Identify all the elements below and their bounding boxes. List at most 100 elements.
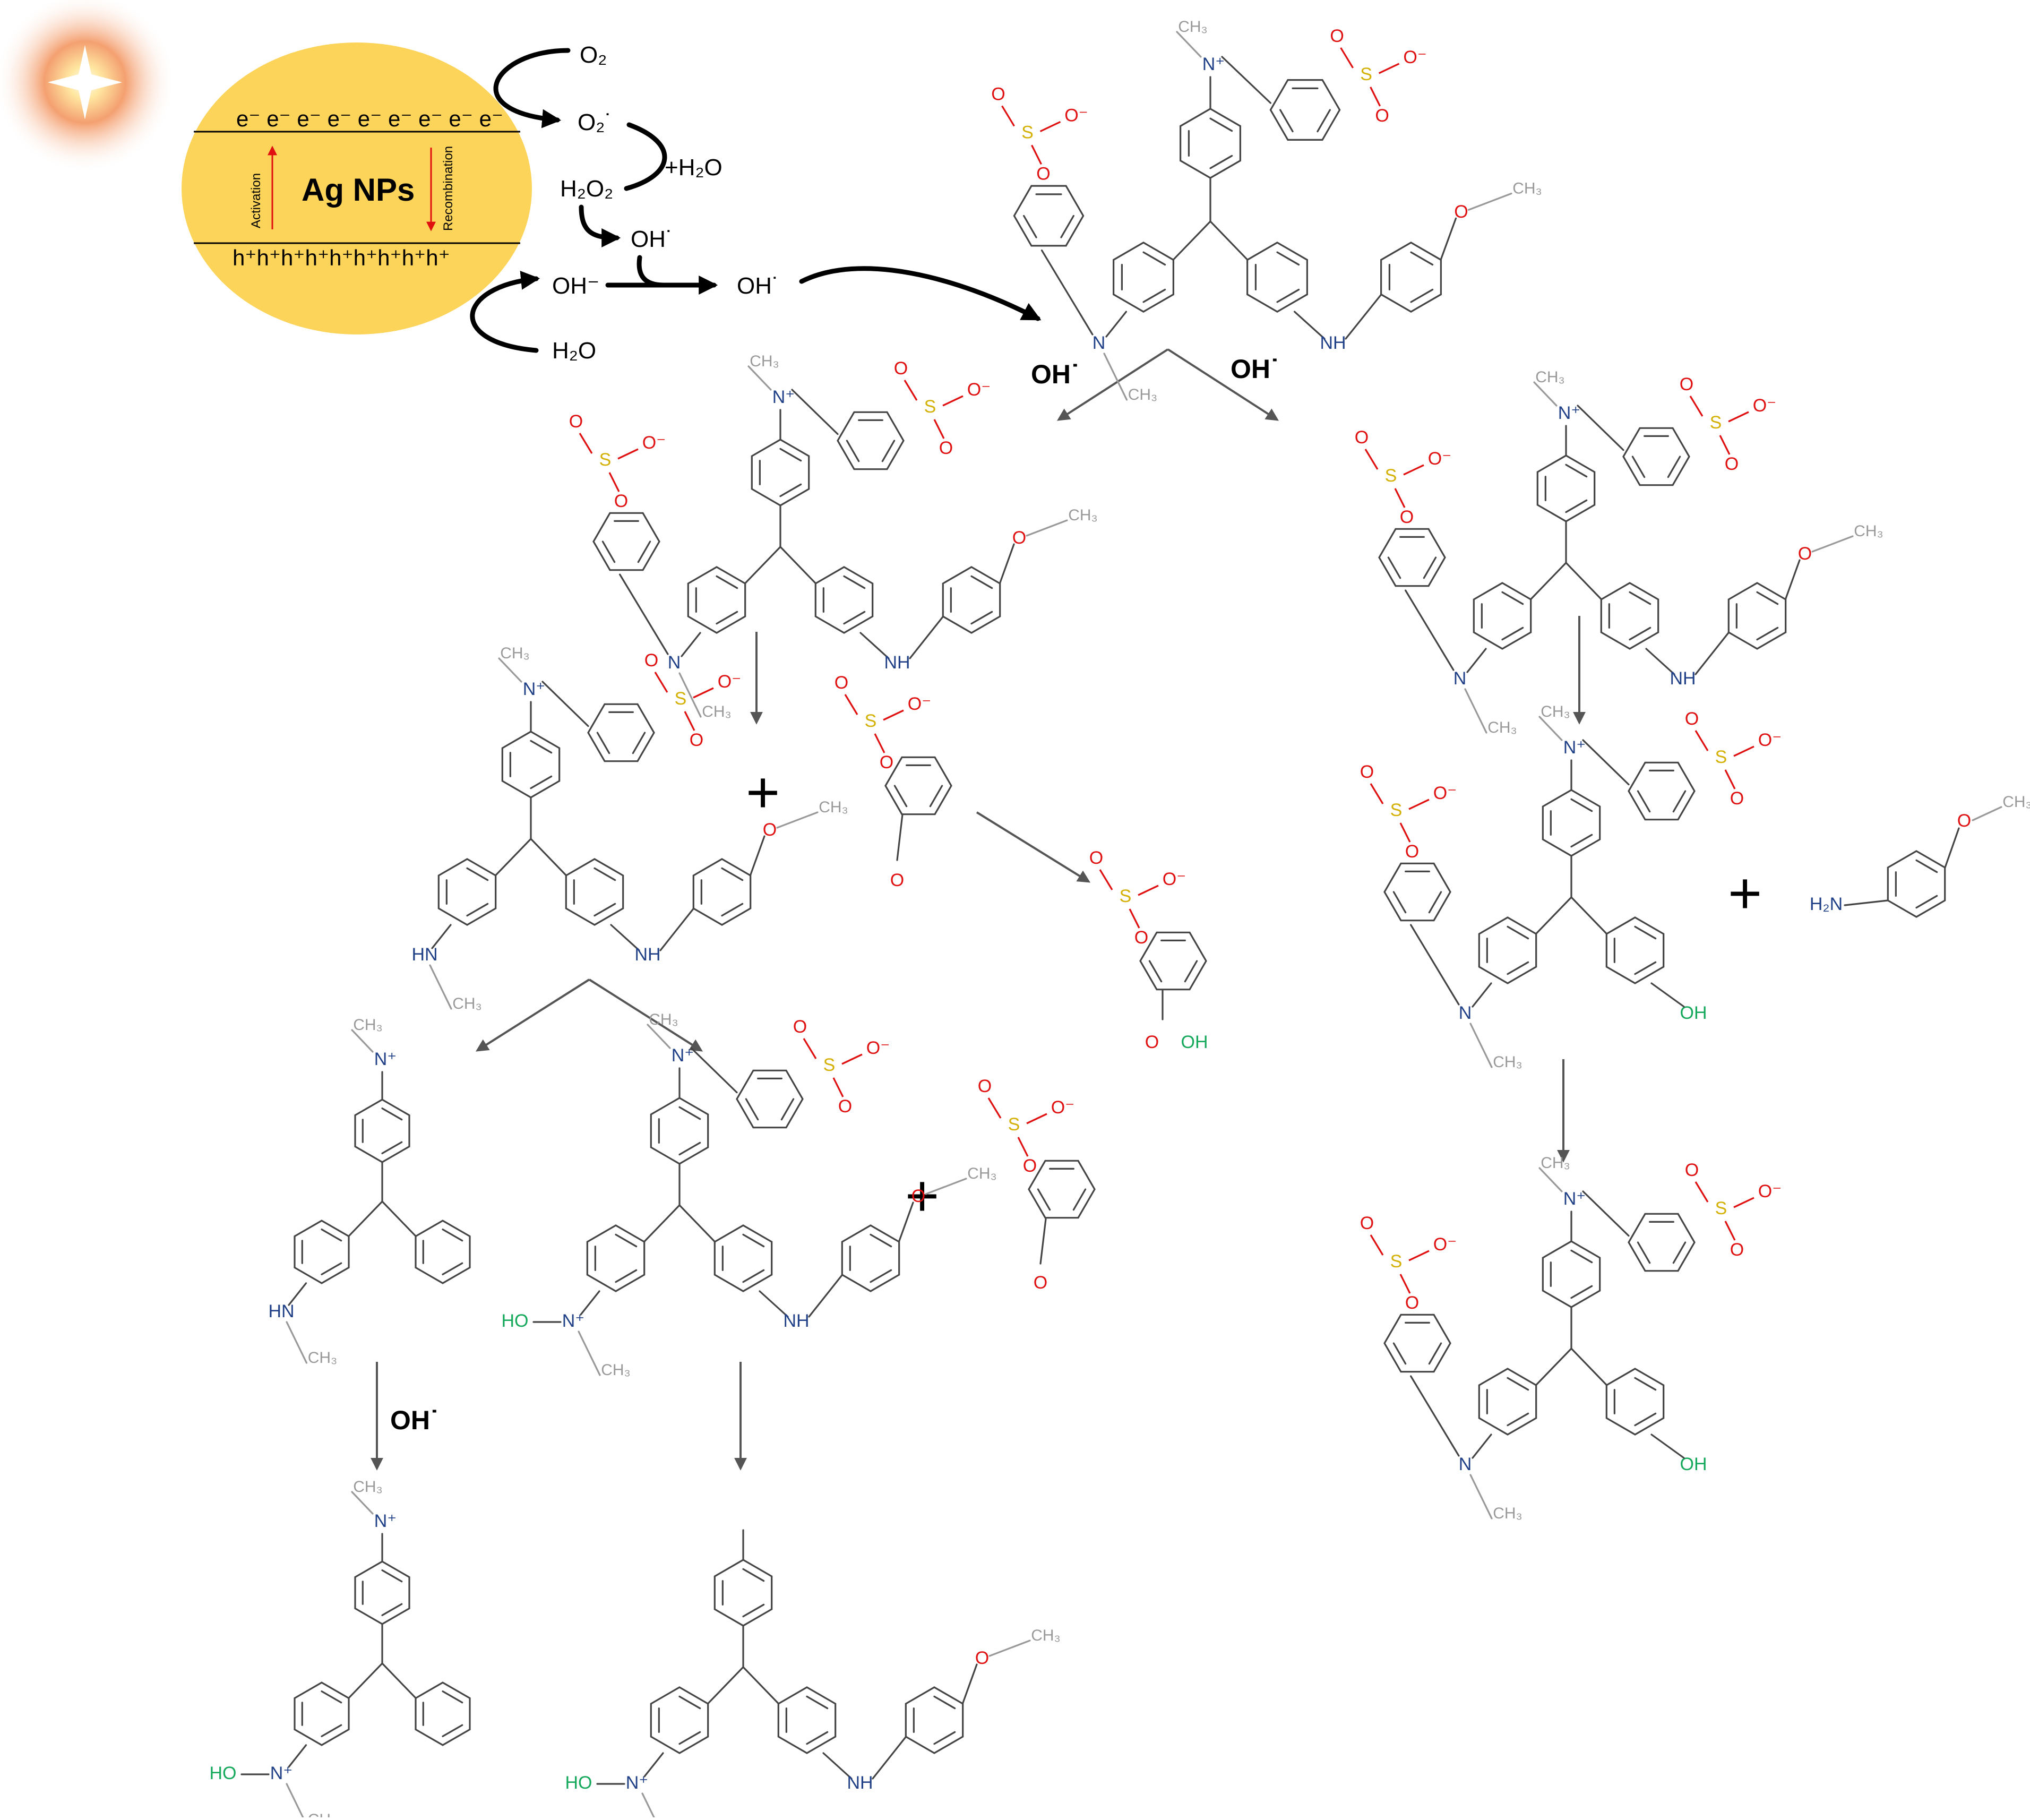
benzyl-bond — [1406, 590, 1453, 670]
aldehyde-bond — [1040, 1219, 1046, 1264]
methyl-group: CH₃ — [1493, 1053, 1522, 1071]
oxygen-atom: O — [838, 1096, 852, 1117]
amine-bond — [1473, 983, 1491, 1007]
sulfur-atom: S — [823, 1055, 836, 1075]
s-o-bond — [1696, 731, 1708, 751]
oxygen-atom: O — [978, 1076, 992, 1096]
amine-nitrogen: N — [1459, 1003, 1472, 1023]
aldehyde-oxygen: O — [890, 870, 904, 890]
s-o-bond — [943, 396, 963, 406]
ether-oxygen: O — [911, 1186, 925, 1206]
s-o-bond — [1027, 1114, 1047, 1123]
ethyl-bond — [990, 1641, 1030, 1656]
c-o-bond — [1785, 560, 1800, 599]
benzyl-bond — [792, 390, 838, 434]
ethyl-bond — [1027, 520, 1067, 536]
s-o-bond — [804, 1038, 816, 1059]
methyl-group: CH₃ — [750, 353, 779, 370]
oxygen-atom: O — [614, 491, 628, 511]
oxide-atom: O⁻ — [1428, 449, 1451, 469]
ethyl-bond — [1465, 689, 1486, 733]
s-o-bond — [1371, 784, 1383, 804]
methyl-group: CH₃ — [649, 1011, 678, 1028]
amine-nitrogen: N⁺ — [562, 1311, 585, 1331]
aryl-bond — [679, 1205, 715, 1242]
ethyl-bond — [287, 1322, 307, 1363]
ether-oxygen: O — [1454, 202, 1468, 222]
oxide-atom: O⁻ — [967, 380, 991, 400]
s-o-bond — [685, 711, 694, 731]
s-o-bond — [1018, 1137, 1028, 1156]
hydroxyl-group: HO — [502, 1311, 529, 1331]
oxygen-atom: O — [1023, 1156, 1037, 1176]
benzyl-bond — [620, 574, 668, 654]
hydroxyl-group: HO — [565, 1773, 592, 1793]
aryl-bond — [873, 1737, 906, 1779]
s-o-bond — [1395, 488, 1405, 508]
sulfur-atom: S — [599, 450, 612, 470]
ethyl-bond — [1470, 1024, 1492, 1067]
methyl-group: CH₃ — [1512, 179, 1542, 197]
s-o-bond — [845, 694, 857, 715]
oxygen-atom: O — [1360, 1213, 1374, 1233]
methyl-group: CH₃ — [308, 1349, 338, 1367]
sulfur-atom: S — [924, 397, 936, 417]
arrow-split-lower-right — [589, 980, 701, 1050]
particle-label: Ag NPs — [302, 172, 415, 208]
s-o-bond — [1100, 870, 1112, 890]
ethyl-bond — [777, 812, 818, 828]
ether-oxygen: O — [1012, 528, 1026, 548]
sulfur-atom: S — [1385, 466, 1397, 486]
aryl-bond — [708, 1667, 743, 1704]
oh-radical-from-peroxide: OH˙ — [631, 226, 674, 252]
amine-nitrogen: N — [1093, 333, 1106, 353]
oxygen-atom: O — [793, 1017, 807, 1037]
methyl-group: CH₃ — [1128, 386, 1158, 404]
secondary-amine: NH — [1670, 668, 1696, 689]
c-o-bond — [1945, 828, 1959, 868]
oxide-atom: O⁻ — [866, 1038, 890, 1058]
acid-hydroxyl: OH — [1181, 1032, 1208, 1052]
photocatalysis-mechanism: e⁻ e⁻ e⁻ e⁻ e⁻ e⁻ e⁻ e⁻ e⁻ h⁺h⁺h⁺h⁺h⁺h⁺h… — [0, 0, 1038, 364]
secondary-amine: NH — [884, 653, 910, 673]
oxide-atom: O⁻ — [1758, 730, 1782, 750]
arrow-split-lower-left — [478, 980, 589, 1050]
aryl-bond — [1173, 221, 1210, 260]
amine-nitrogen: HN — [411, 945, 437, 965]
amine-bond — [1845, 900, 1888, 905]
oxide-atom: O⁻ — [1163, 869, 1186, 889]
aryl-bond — [531, 839, 566, 875]
oxygen-atom: O — [939, 438, 953, 458]
iminium-nitrogen: N⁺ — [374, 1049, 397, 1069]
oh-attack-left: OH˙ — [1031, 359, 1080, 389]
aryl-bond — [349, 1201, 382, 1237]
water-label: H₂O — [552, 338, 596, 364]
s-o-bond — [1725, 770, 1735, 789]
s-o-bond — [1404, 465, 1424, 475]
ethyl-bond — [1973, 807, 2001, 820]
s-o-bond — [1734, 746, 1754, 756]
amine-nitrogen: N — [1453, 668, 1467, 689]
s-o-bond — [905, 380, 917, 400]
oxide-atom: O⁻ — [1753, 396, 1776, 416]
amine-nitrogen: N — [668, 653, 681, 673]
oxygen-atom: O — [1405, 1293, 1419, 1313]
benzyl-bond — [1583, 1191, 1629, 1236]
amine-bond — [1467, 649, 1486, 672]
ethyl-bond — [1470, 1475, 1492, 1518]
ethyl-bond — [579, 1332, 600, 1375]
iminium-nitrogen: N⁺ — [374, 1511, 397, 1531]
amine-bond — [1473, 1435, 1491, 1458]
oh-radical-combined: OH˙ — [737, 273, 780, 299]
s-o-bond — [842, 1054, 862, 1064]
sulfur-atom: S — [1715, 1198, 1727, 1218]
s-o-bond — [883, 710, 904, 720]
s-o-bond — [1371, 1235, 1383, 1255]
